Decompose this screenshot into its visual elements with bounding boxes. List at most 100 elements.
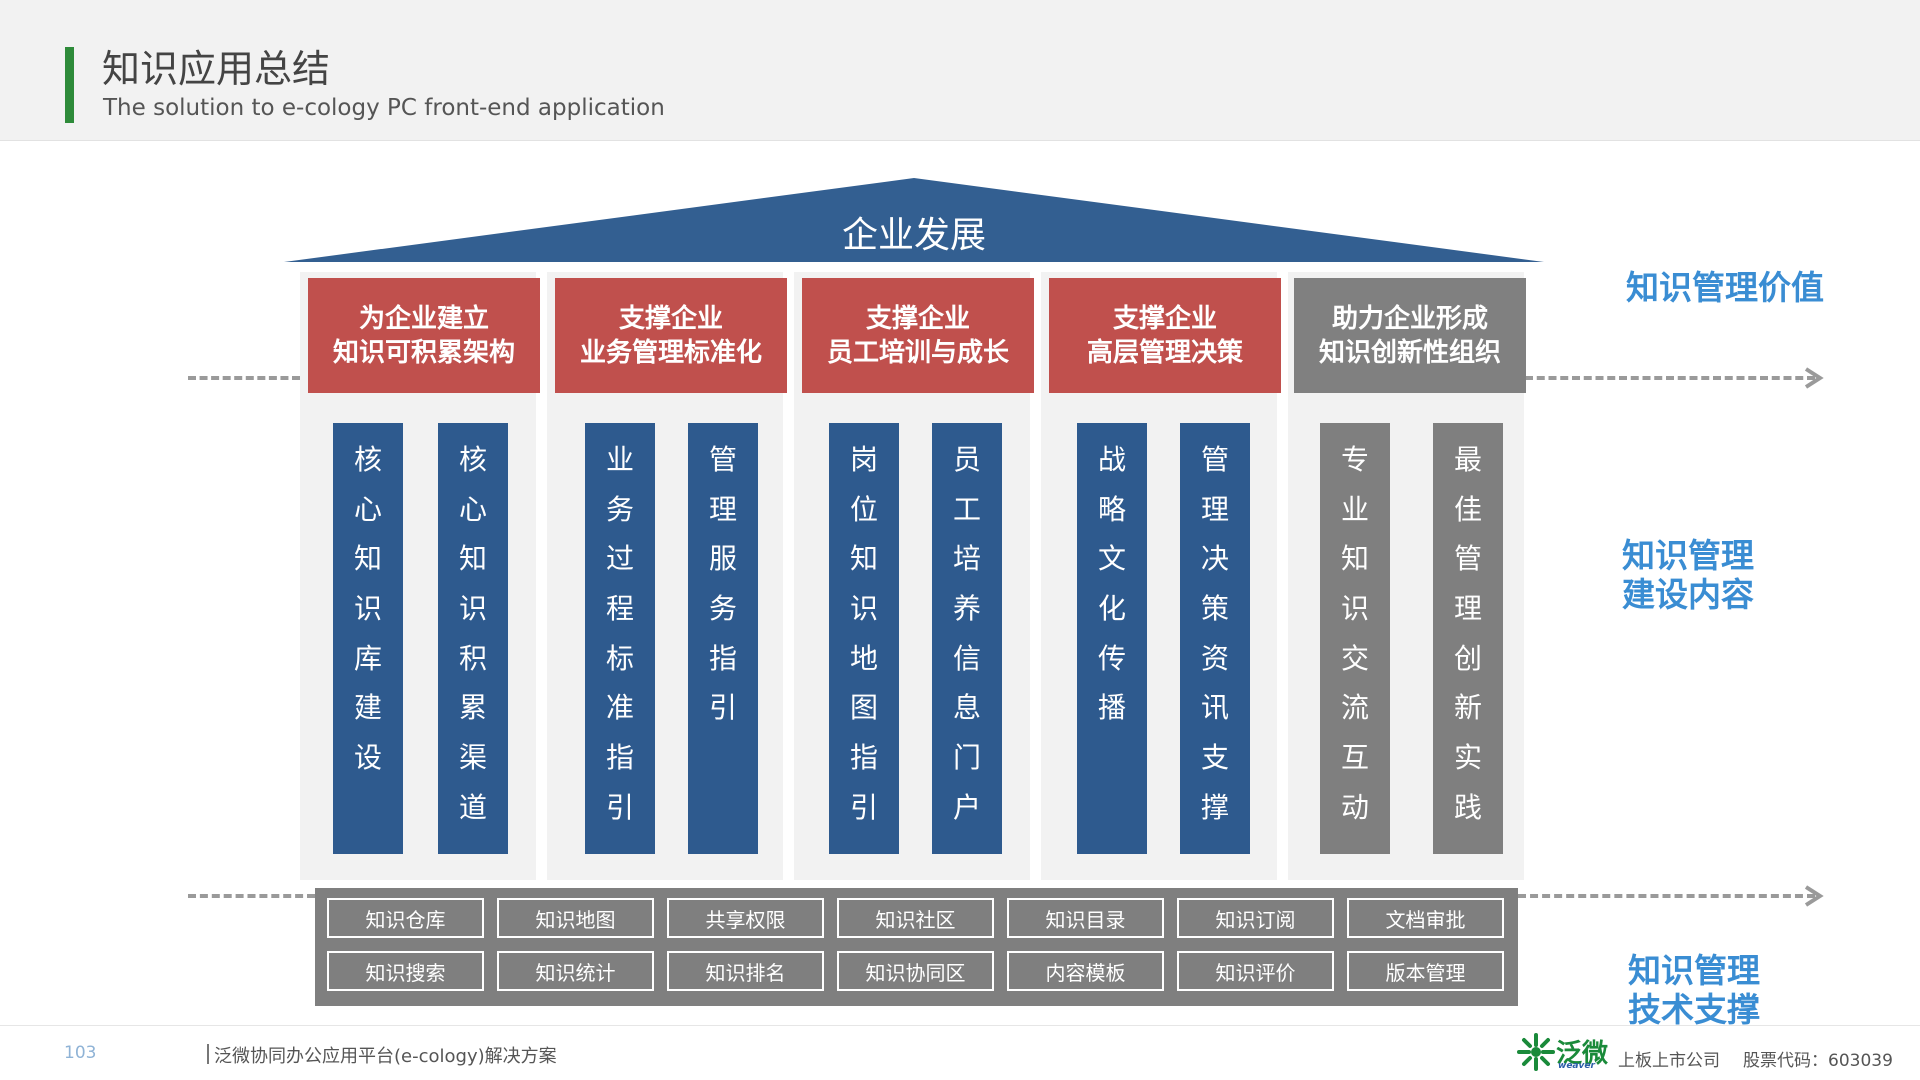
bar-char: 服 [708,542,737,576]
pillar-bar-2a: 业务过程标准指引 [585,423,655,854]
content-dashed-line-left [188,894,315,898]
bar-char: 指 [708,641,737,675]
tech-item: 版本管理 [1347,951,1504,991]
bar-char: 养 [952,592,981,626]
bar-char: 业 [1340,492,1369,526]
bar-char: 库 [353,641,382,675]
bar-char: 交 [1340,641,1369,675]
bar-char: 新 [1453,691,1482,725]
pillar-header-3: 支撑企业 员工培训与成长 [802,278,1034,393]
pillar-header-line: 支撑企业 [618,303,723,334]
footer-divider [0,1025,1920,1026]
pillar-bar-1a: 核心知识库建设 [333,423,403,854]
pillar-bar-4b: 管理决策资讯支撑 [1180,423,1250,854]
footer-doc-title: 泛微协同办公应用平台(e-cology)解决方案 [214,1046,557,1067]
bar-char: 户 [952,790,981,824]
bar-char: 策 [1200,592,1229,626]
pillar-header-line: 助力企业形成 [1331,303,1488,334]
bar-char: 理 [1453,592,1482,626]
bar-char: 工 [952,492,981,526]
bar-char: 指 [849,741,878,775]
tech-item: 知识协同区 [837,951,994,991]
pillar-header-1: 为企业建立 知识可积累架构 [308,278,540,393]
bar-char: 指 [605,741,634,775]
bar-char: 互 [1340,741,1369,775]
bar-char: 引 [708,691,737,725]
tech-item: 知识地图 [497,898,654,938]
bar-char: 支 [1200,741,1229,775]
tech-item: 文档审批 [1347,898,1504,938]
tech-support-panel: 知识仓库 知识地图 共享权限 知识社区 知识目录 知识订阅 文档审批 知识搜索 … [315,888,1518,1006]
logo-subtext: weaver [1558,1061,1595,1071]
bar-char: 渠 [458,741,487,775]
bar-char: 流 [1340,691,1369,725]
tech-label-line: 知识管理 [1628,951,1760,990]
pillar-header-line: 知识可积累架构 [332,337,515,368]
bar-char: 知 [353,542,382,576]
pillar-header-4: 支撑企业 高层管理决策 [1049,278,1281,393]
bar-char: 核 [353,443,382,476]
page-number: 103 [64,1043,97,1063]
bar-char: 资 [1200,641,1229,675]
bar-char: 信 [952,641,981,675]
bar-char: 创 [1453,641,1482,675]
bar-char: 践 [1453,790,1482,824]
value-dashed-line-right [1525,376,1815,380]
tech-item: 知识仓库 [327,898,484,938]
bar-char: 识 [849,592,878,626]
content-arrow-icon [1804,885,1824,907]
bar-char: 准 [605,691,634,725]
content-label-line: 知识管理 [1622,536,1754,575]
bar-char: 管 [708,443,737,476]
value-arrow-icon [1804,367,1824,389]
bar-char: 播 [1097,691,1126,725]
tech-item: 内容模板 [1007,951,1164,991]
pillar-header-line: 支撑企业 [1112,303,1217,334]
tech-item: 知识统计 [497,951,654,991]
bar-char: 标 [605,641,634,675]
bar-char: 识 [353,592,382,626]
tech-label-line: 技术支撑 [1628,990,1760,1029]
bar-char: 务 [708,592,737,626]
bar-char: 知 [849,542,878,576]
bar-char: 知 [458,542,487,576]
bar-char: 佳 [1453,492,1482,526]
pillar-header-line: 为企业建立 [358,303,489,334]
bar-char: 管 [1200,443,1229,476]
bar-char: 化 [1097,592,1126,626]
bar-char: 业 [605,443,634,476]
bar-char: 略 [1097,492,1126,526]
content-label-line: 建设内容 [1622,575,1754,614]
page-subtitle: The solution to e-cology PC front-end ap… [103,95,665,121]
pillar-bar-2b: 管理服务指引 [688,423,758,854]
bar-char: 建 [353,691,382,725]
bar-char: 专 [1340,443,1369,476]
bar-char: 务 [605,492,634,526]
slide-header: 知识应用总结 The solution to e-cology PC front… [0,0,1920,141]
content-dashed-line-right [1518,894,1815,898]
roof-label: 企业发展 [841,215,986,256]
bar-char: 累 [458,691,487,725]
tech-item: 知识搜索 [327,951,484,991]
pillar-header-line: 知识创新性组织 [1318,337,1501,368]
tech-item: 知识目录 [1007,898,1164,938]
bar-char: 门 [952,741,981,775]
bar-char: 实 [1453,741,1482,775]
bar-char: 管 [1453,542,1482,576]
roof-triangle [284,178,1544,262]
tech-item: 知识评价 [1177,951,1334,991]
weaver-logo-icon [1517,1033,1555,1071]
tech-item: 共享权限 [667,898,824,938]
bar-char: 位 [849,492,878,526]
pillar-header-line: 支撑企业 [865,303,970,334]
bar-char: 培 [952,542,981,576]
bar-char: 战 [1097,443,1126,476]
value-label: 知识管理价值 [1626,268,1824,307]
pillar-header-5: 助力企业形成 知识创新性组织 [1294,278,1526,393]
pillar-bar-4a: 战略文化传播 [1077,423,1147,854]
footer-separator [207,1044,209,1064]
bar-char: 知 [1340,542,1369,576]
bar-char: 识 [1340,592,1369,626]
pillar-header-line: 高层管理决策 [1086,337,1243,368]
bar-char: 道 [458,790,487,824]
